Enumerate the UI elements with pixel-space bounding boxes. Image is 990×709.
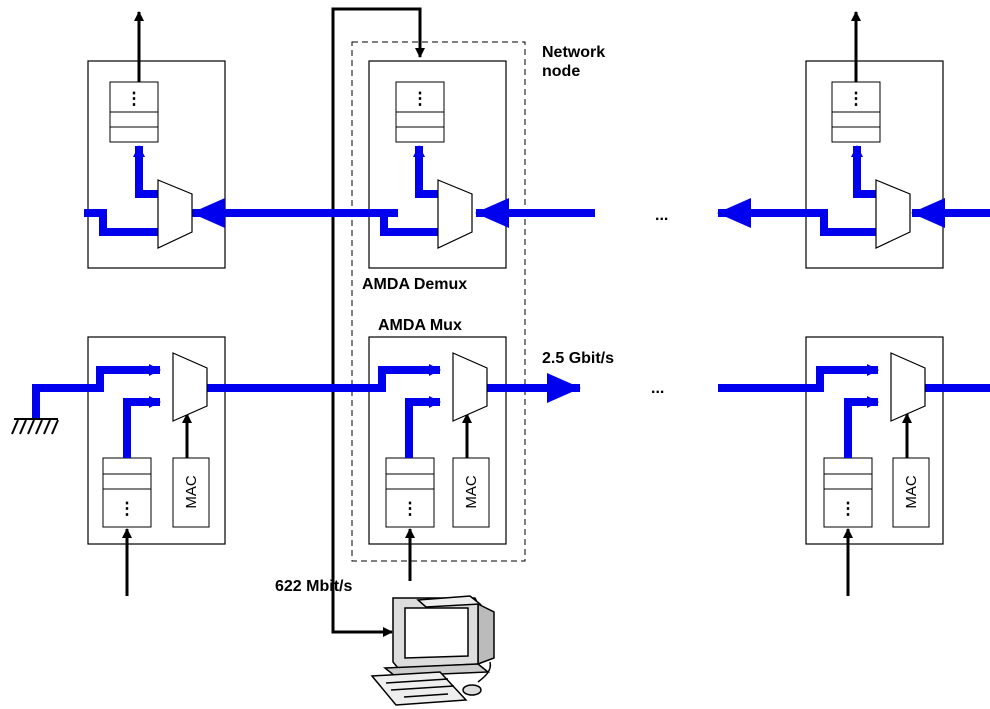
optical-drop-right — [851, 145, 876, 198]
control-line — [331, 7, 425, 598]
computer-terminal-icon — [370, 595, 495, 706]
queue-dots: ⋮ — [402, 499, 419, 518]
multiplexer-icon — [172, 352, 208, 422]
mac-box: MAC — [172, 457, 210, 528]
queue-icon: ⋮ — [831, 81, 881, 143]
amda-mux-label: AMDA Mux — [378, 317, 462, 334]
optical-link-left-to-center — [207, 364, 441, 392]
queue-icon: ⋮ — [109, 81, 159, 143]
optical-drop-center — [413, 145, 438, 198]
optical-input-left — [32, 364, 161, 418]
rate-terminal-label: 622 Mbit/s — [275, 578, 352, 595]
mac-label: MAC — [903, 475, 920, 509]
demultiplexer-icon — [437, 179, 473, 249]
mac-box: MAC — [452, 457, 490, 528]
queue-dots: ⋮ — [126, 89, 143, 108]
mac-box: MAC — [892, 457, 930, 528]
queue-icon: ⋮ — [395, 81, 445, 143]
terminal-link-line — [331, 598, 393, 637]
queue-dots: ⋮ — [848, 89, 865, 108]
ground-icon — [11, 418, 59, 435]
multiplexer-icon — [890, 352, 926, 422]
mac-label: MAC — [463, 475, 480, 509]
continuation-demux-ellipsis: ... — [655, 207, 668, 224]
demultiplexer-icon — [875, 179, 911, 249]
queue-icon: ⋮ — [385, 457, 435, 528]
demultiplexer-icon — [157, 179, 193, 249]
multiplexer-icon — [452, 352, 488, 422]
mac-label: MAC — [183, 475, 200, 509]
queue-dots: ⋮ — [840, 499, 857, 518]
network-node-boundary — [351, 41, 526, 562]
queue-dots: ⋮ — [119, 499, 136, 518]
optical-bypass-center — [380, 209, 438, 236]
continuation-mux-ellipsis: ... — [651, 380, 664, 397]
queue-icon: ⋮ — [823, 457, 873, 528]
optical-bypass-left — [84, 209, 158, 236]
amda-demux-label: AMDA Demux — [362, 276, 467, 293]
queue-icon: ⋮ — [102, 457, 152, 528]
optical-link-output-right — [717, 198, 876, 236]
optical-queue-left — [123, 396, 161, 458]
queue-dots: ⋮ — [412, 89, 429, 108]
network-node-label-line1: Network — [542, 44, 605, 61]
rate-optical-label: 2.5 Gbit/s — [542, 350, 614, 367]
network-node-label-line2: node — [542, 63, 580, 80]
optical-drop-left — [133, 145, 158, 198]
optical-input-right — [718, 364, 879, 392]
optical-queue-right — [844, 396, 879, 458]
optical-queue-center — [405, 396, 441, 458]
